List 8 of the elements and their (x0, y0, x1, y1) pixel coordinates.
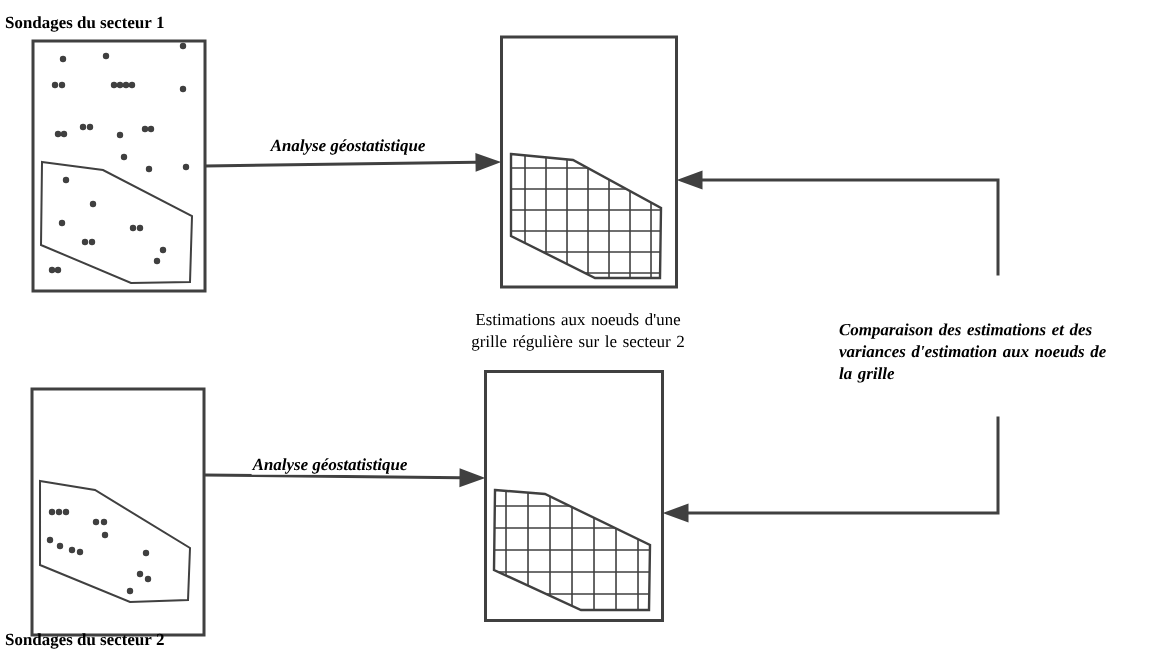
comparison-text: Comparaison des estimations et des variances d'estimation aux noeuds de la grille (839, 323, 1106, 383)
panel-heading: Sondages du secteur 1 (5, 16, 164, 32)
caption-text: Estimations aux noeuds d'une grille régulière sur le secteur 2 (472, 313, 684, 351)
edge-label: Analyse géostatistique (269, 139, 426, 155)
panel-box (500, 35, 678, 289)
panel-box (484, 370, 664, 622)
panel-heading: Sondages du secteur 2 (5, 633, 164, 649)
edge-label: Analyse géostatistique (251, 458, 408, 474)
